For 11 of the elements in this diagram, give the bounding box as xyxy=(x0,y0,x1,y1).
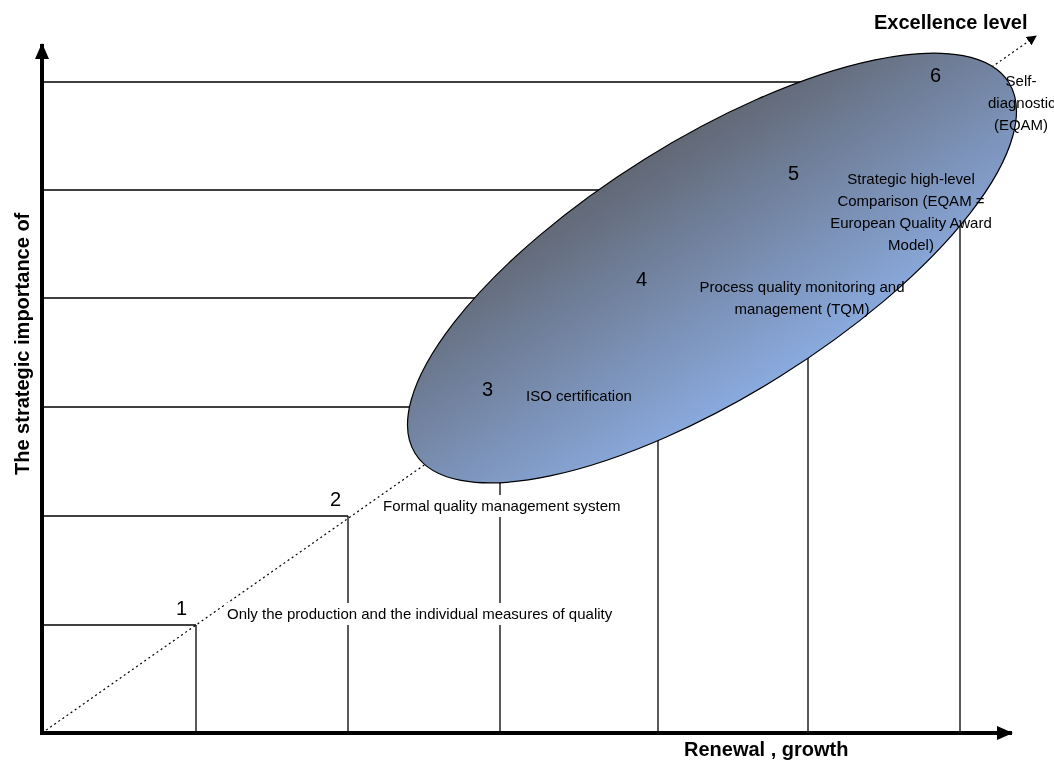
axis-title: The strategic importance of xyxy=(10,212,34,475)
step-number: 3 xyxy=(482,378,494,400)
step-label: Only the production and the individual measures of quality xyxy=(224,603,616,625)
step-number: 6 xyxy=(930,64,942,86)
axis-end-label: Excellence level xyxy=(874,10,1028,34)
step-label: ISO certification xyxy=(526,386,633,406)
step-number: 2 xyxy=(330,488,342,510)
step-number: 4 xyxy=(636,268,648,290)
step-number: 5 xyxy=(788,162,800,184)
step-number: 1 xyxy=(176,597,188,619)
axis-title: Renewal , growth xyxy=(684,737,849,761)
